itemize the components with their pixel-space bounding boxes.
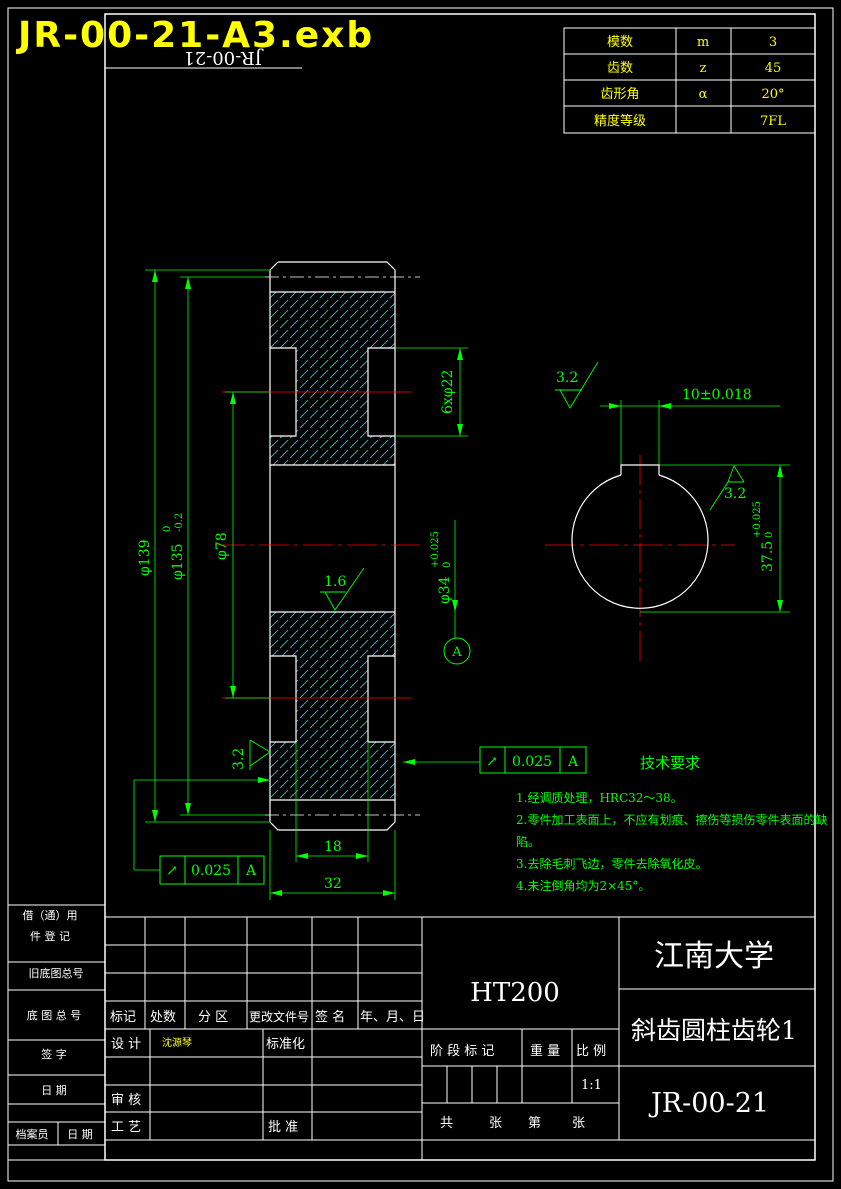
dim-d78: φ78 <box>214 532 230 560</box>
sheets-unit-1: 张 <box>489 1116 502 1131</box>
sheets-number: 第 <box>528 1116 541 1131</box>
dimension-text: φ139 φ135 0 -0.2 φ78 6xφ22 φ34 +0.025 0 … <box>137 370 776 892</box>
param-value-3: 7FL <box>760 114 786 129</box>
sheets-unit-2: 张 <box>572 1116 585 1131</box>
dim-key-depth: 37.5 <box>760 541 776 572</box>
param-name-3: 精度等级 <box>594 113 646 129</box>
mirrored-code: JR-00-21 <box>183 47 264 68</box>
dim-d135-tol-up: 0 <box>162 526 173 532</box>
hdr-zone: 分 区 <box>198 1010 228 1025</box>
sheets-total: 共 <box>440 1116 453 1131</box>
dim-bore: φ34 <box>437 576 453 604</box>
param-name-0: 模数 <box>607 35 633 50</box>
ratio-value: 1:1 <box>581 1078 602 1093</box>
dim-d139: φ139 <box>137 539 153 576</box>
keyway-view <box>571 464 709 609</box>
tech-requirements: 技术要求 1.经调质处理，HRC32～38。 2.零件加工表面上，不应有划痕、擦… <box>516 754 827 893</box>
title-block <box>105 916 815 1160</box>
gtol-1-value: 0.025 <box>191 863 231 879</box>
drawing-frame <box>7 7 834 1182</box>
side-label-5: 日 期 <box>41 1084 67 1097</box>
param-symbol-2: α <box>699 87 708 102</box>
file-title: JR-00-21-A3.exb <box>18 15 375 56</box>
param-value-2: 20° <box>761 87 784 102</box>
param-symbol-0: m <box>697 35 709 50</box>
gtol-0-datum: A <box>567 754 579 770</box>
ratio-label: 比 例 <box>576 1044 606 1059</box>
drawing-code: JR-00-21 <box>648 1088 769 1119</box>
param-name-1: 齿数 <box>607 61 633 76</box>
dim-key-width: 10±0.018 <box>682 387 752 403</box>
row-standard: 标准化 <box>266 1037 305 1052</box>
side-label-7: 日 期 <box>67 1128 93 1141</box>
gear-section-outline <box>269 261 396 831</box>
roughness-1: 1.6 <box>324 574 346 590</box>
param-name-2: 齿形角 <box>600 87 639 102</box>
roughness-text: 1.6 3.2 3.2 3.2 <box>231 370 746 770</box>
dimension-lines <box>133 269 790 900</box>
gtol-0-value: 0.025 <box>512 754 552 770</box>
gtol-1-datum: A <box>245 863 257 879</box>
hdr-date: 年、月、日 <box>360 1010 425 1025</box>
datum-label: A <box>451 645 462 660</box>
tech-item-1: 2.零件加工表面上，不应有划痕、擦伤等损伤零件表面的缺 <box>516 812 827 827</box>
stage-label: 阶 段 标 记 <box>430 1044 494 1059</box>
side-label-4: 签 字 <box>41 1047 67 1061</box>
hdr-mark: 标记 <box>110 1010 136 1025</box>
dim-key-tol-low: 0 <box>764 532 775 538</box>
gtol-0-symbol: ↗ <box>486 754 498 770</box>
hdr-change-doc: 更改文件号 <box>249 1009 309 1024</box>
dim-bore-tol-up: +0.025 <box>430 531 441 568</box>
org-name: 江南大学 <box>654 939 774 974</box>
side-block-text: 借（通）用 件 登 记 旧底图总号 底 图 总 号 签 字 日 期 档案员 日 … <box>16 909 93 1141</box>
side-label-3: 底 图 总 号 <box>27 1008 82 1022</box>
gtol-text: ↗ 0.025 A ↗ 0.025 A <box>166 754 579 879</box>
tech-item-0: 1.经调质处理，HRC32～38。 <box>516 791 683 805</box>
title-block-text: 标记 处数 分 区 更改文件号 签 名 年、月、日 设 计 沈源琴 标准化 审 … <box>110 939 797 1135</box>
row-craft: 工 艺 <box>111 1120 141 1135</box>
side-label-6: 档案员 <box>16 1127 49 1141</box>
dim-w18: 18 <box>324 839 342 855</box>
hdr-sign: 签 名 <box>315 1009 345 1025</box>
dim-holes: 6xφ22 <box>440 370 456 414</box>
tech-item-2: 陷。 <box>516 834 540 849</box>
param-table-text: 模数 m 3 齿数 z 45 齿形角 α 20° 精度等级 7FL <box>594 35 786 129</box>
row-approve: 批 准 <box>268 1120 298 1135</box>
row-design: 设 计 <box>111 1037 141 1052</box>
roughness-symbols <box>249 361 745 770</box>
side-label-0: 借（通）用 <box>23 909 78 922</box>
side-label-2: 旧底图总号 <box>29 966 84 980</box>
gtol-frames <box>159 746 587 885</box>
tech-item-3: 3.去除毛刺飞边，零件去除氧化皮。 <box>516 856 707 871</box>
hdr-count: 处数 <box>150 1010 176 1025</box>
param-table <box>563 27 816 134</box>
gear-section-hatch <box>270 292 395 800</box>
param-value-0: 3 <box>769 35 777 50</box>
side-block <box>7 904 106 1161</box>
dim-bore-tol-low: 0 <box>442 562 453 568</box>
part-name: 斜齿圆柱齿轮1 <box>631 1016 797 1045</box>
weight-label: 重 量 <box>530 1043 560 1059</box>
dim-d135-tol-low: -0.2 <box>174 513 185 532</box>
dim-key-tol-up: +0.025 <box>752 501 763 538</box>
datum-circle <box>443 637 471 665</box>
pitch-lines <box>265 276 420 816</box>
gtol-1-symbol: ↗ <box>166 863 178 879</box>
param-value-1: 45 <box>765 61 782 76</box>
param-symbol-1: z <box>700 61 707 76</box>
side-label-1: 件 登 记 <box>30 929 70 943</box>
row-review: 审 核 <box>111 1093 141 1108</box>
material: HT200 <box>470 978 560 1008</box>
dim-w32: 32 <box>324 876 342 892</box>
dim-d135: φ135 <box>170 543 186 580</box>
roughness-4: 3.2 <box>231 748 247 770</box>
tech-title: 技术要求 <box>640 754 700 772</box>
roughness-3: 3.2 <box>724 486 746 502</box>
roughness-2: 3.2 <box>556 370 578 386</box>
designer-name: 沈源琴 <box>162 1036 192 1049</box>
dimension-arrows <box>152 270 783 896</box>
tech-item-4: 4.未注倒角均为2×45°。 <box>516 878 650 893</box>
